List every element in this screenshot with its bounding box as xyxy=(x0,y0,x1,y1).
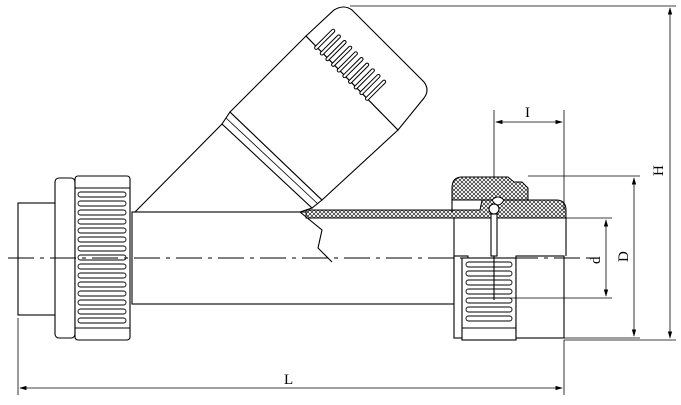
right-union-rib xyxy=(465,297,513,304)
strainer-inclined-body xyxy=(133,6,428,213)
cap-rib xyxy=(320,35,340,55)
left-union-rib xyxy=(77,209,127,216)
section-hatch-wall xyxy=(305,199,567,219)
left-union-rib xyxy=(77,236,127,243)
dimension-h: H xyxy=(350,5,676,341)
dimension-label-i: I xyxy=(525,105,530,121)
left-union-rib xyxy=(77,227,127,234)
left-union-rib xyxy=(77,245,127,252)
cap-rib xyxy=(360,74,380,95)
right-union-rib xyxy=(465,261,513,268)
right-union-connector xyxy=(305,176,567,341)
union-pin xyxy=(490,213,498,257)
right-union-rib xyxy=(465,270,513,277)
right-union-rib xyxy=(465,288,513,295)
right-union-rib xyxy=(465,315,513,322)
right-union-rib xyxy=(465,279,513,286)
cap-rib xyxy=(315,29,335,49)
left-union-rib xyxy=(77,317,127,324)
left-union-rib xyxy=(77,200,127,207)
left-union-rib xyxy=(77,281,127,288)
section-hatch-nut xyxy=(451,176,529,201)
dimension-label-l: L xyxy=(284,372,293,388)
cap-rib xyxy=(349,63,369,83)
dimension-label-d-outer: D xyxy=(616,251,632,262)
strainer-cap xyxy=(305,6,428,131)
cap-rib xyxy=(366,80,386,100)
left-union-rib xyxy=(77,308,127,315)
cap-rib xyxy=(332,46,352,66)
cap-rib xyxy=(326,41,346,61)
left-union-rib xyxy=(77,218,127,225)
left-union-rib xyxy=(77,272,127,279)
dimension-d-outer: D xyxy=(528,175,640,339)
dimension-i: I xyxy=(493,105,565,210)
left-union-rib xyxy=(77,299,127,306)
left-union-rib xyxy=(77,191,127,198)
dimension-label-h: H xyxy=(651,165,667,176)
cap-rib xyxy=(354,69,374,89)
dimension-label-d-inner: d xyxy=(588,256,604,264)
dimension-d-inner: d xyxy=(498,217,612,299)
cap-rib xyxy=(343,58,363,78)
cap-rib xyxy=(337,52,357,72)
left-union-rib xyxy=(77,263,127,270)
left-union-rib xyxy=(77,290,127,297)
o-ring-seal xyxy=(488,203,500,215)
dimension-l: L xyxy=(17,318,565,395)
right-union-rib xyxy=(465,306,513,313)
